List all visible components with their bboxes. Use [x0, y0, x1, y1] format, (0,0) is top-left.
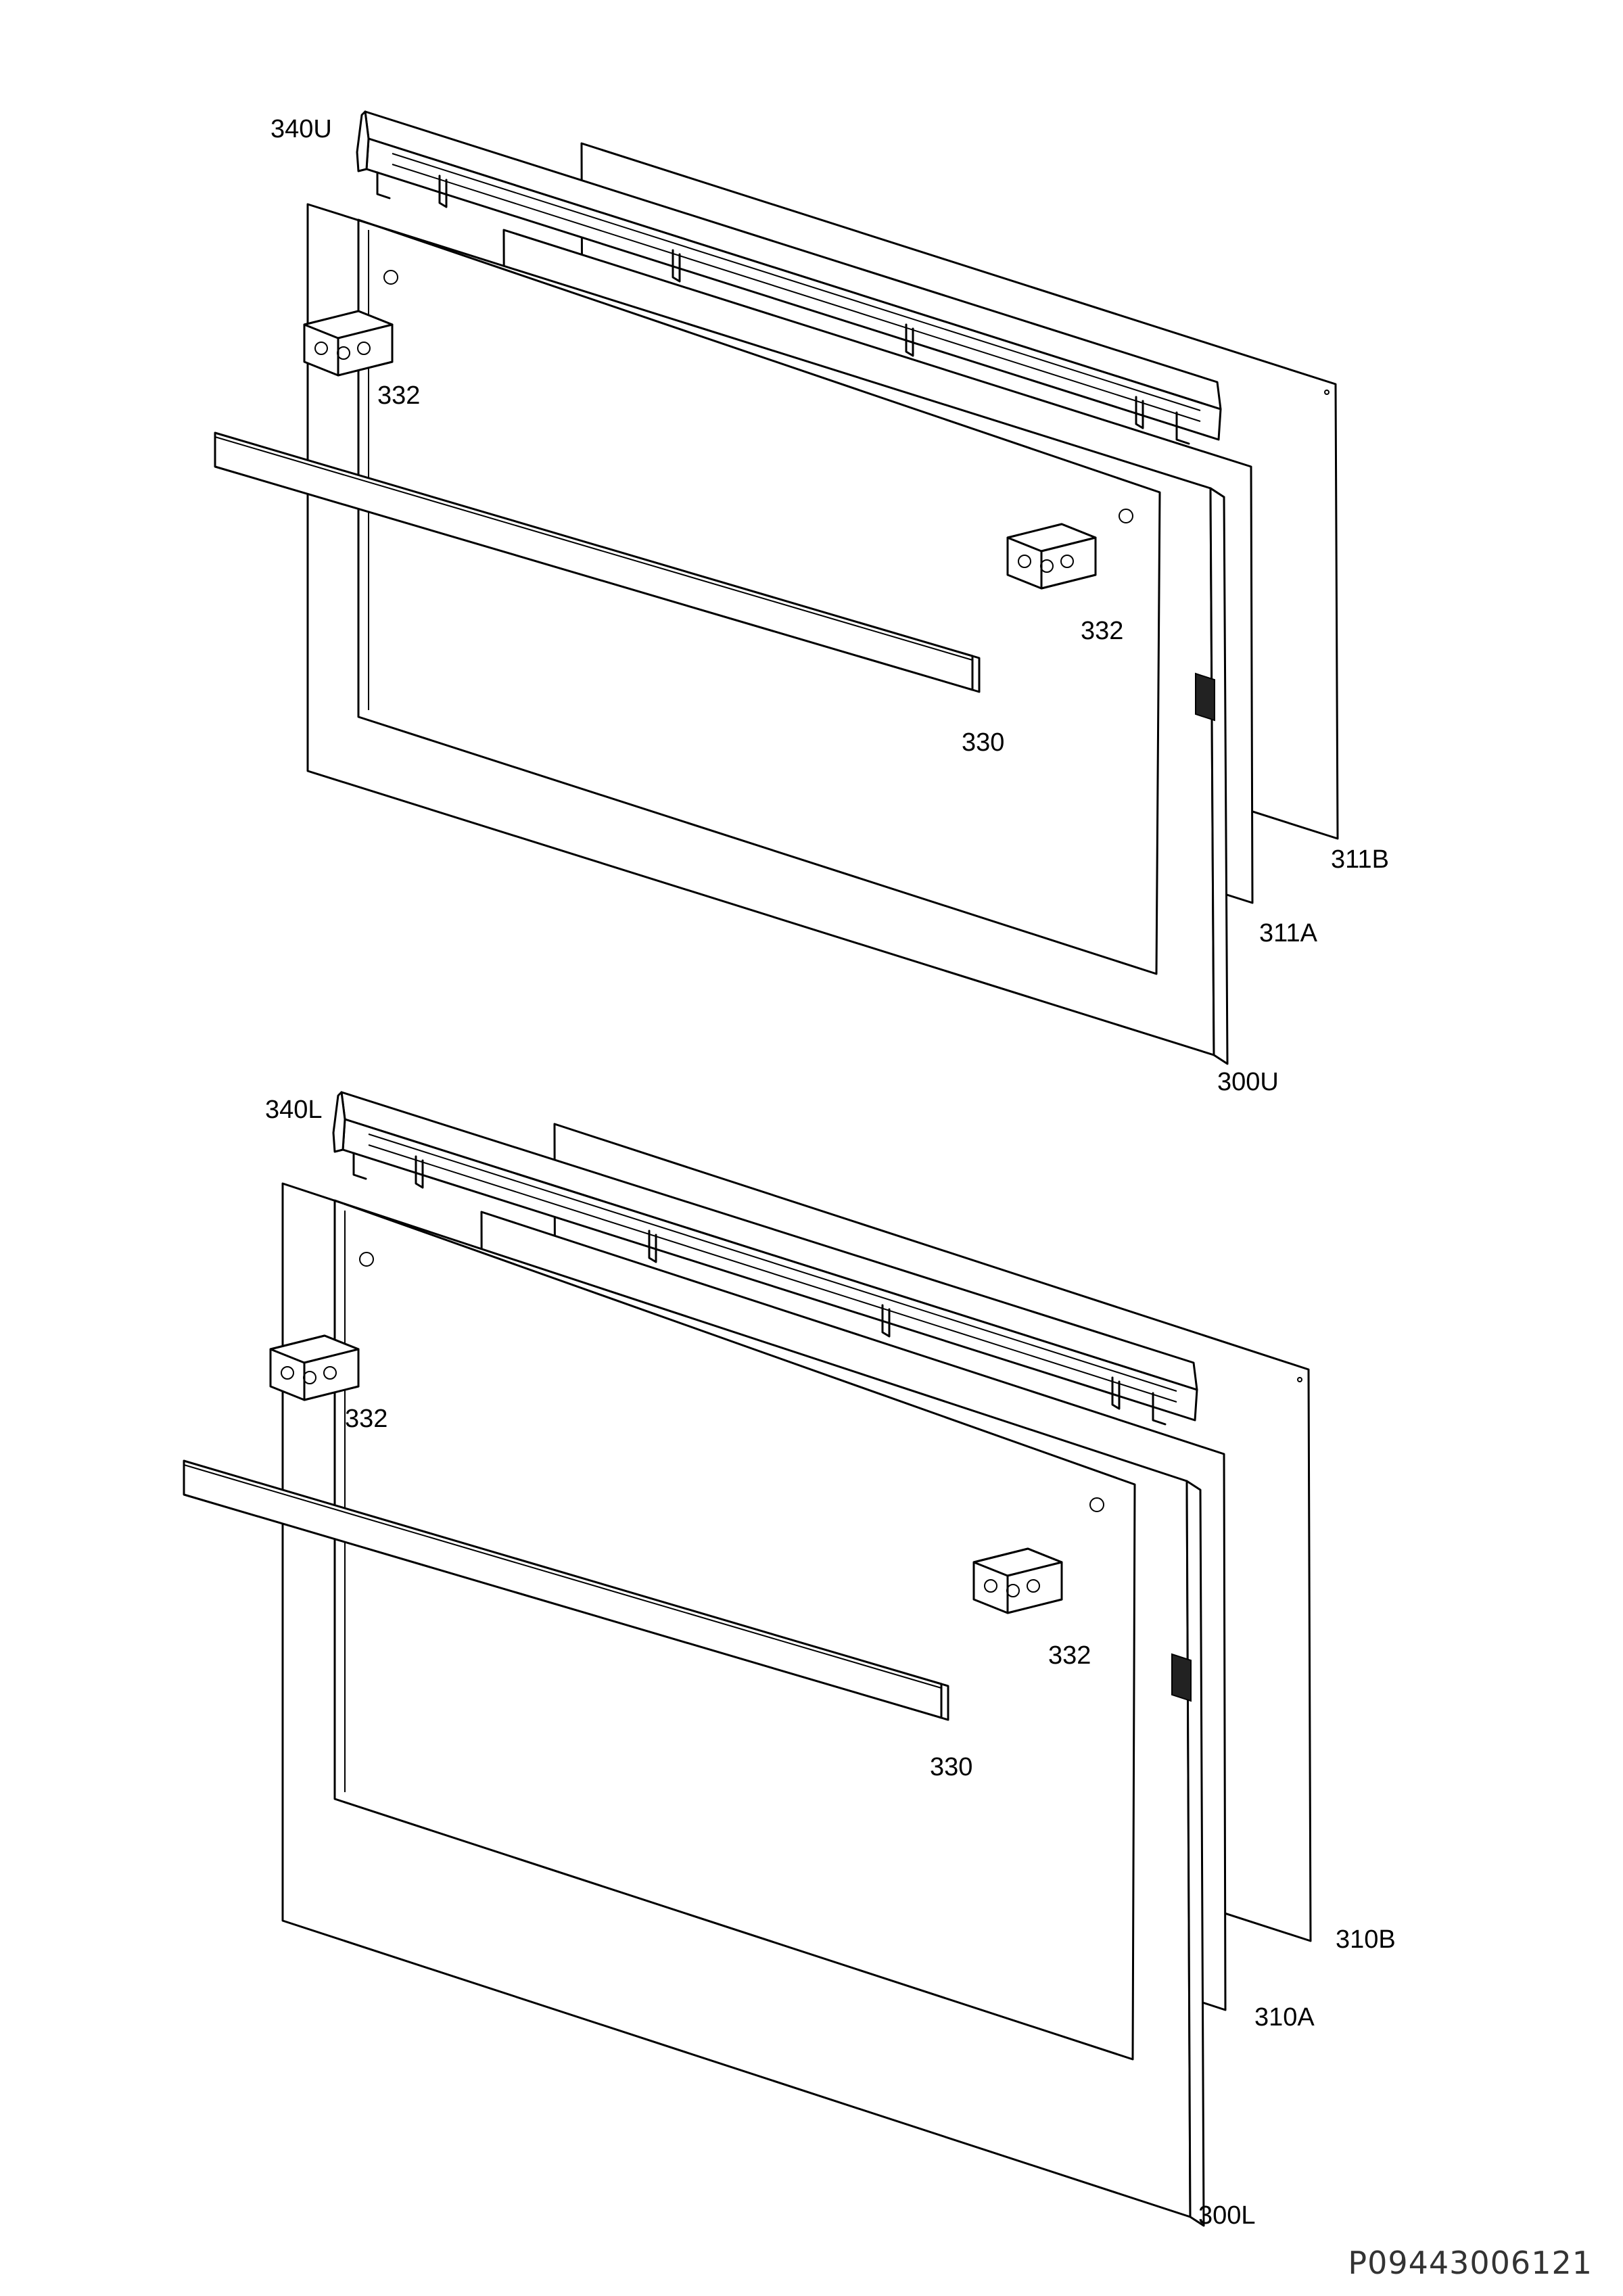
hinge-332-lower-right	[972, 1547, 1063, 1614]
hinge-332-upper-left	[303, 310, 394, 377]
label-332-lower-right: 332	[1048, 1641, 1091, 1670]
upper-assembly: 340U 332 332 330 311B 311A 300U	[214, 110, 1389, 1096]
hinge-332-upper-right	[1006, 523, 1097, 590]
door-panel-300u	[306, 203, 1229, 1065]
label-310a: 310A	[1254, 2003, 1315, 2032]
lower-assembly: 340L 332 332 330 310B 310A 300L	[183, 1091, 1396, 2230]
label-310b: 310B	[1336, 1925, 1396, 1954]
document-id: P09443006121	[1348, 2245, 1593, 2281]
label-300l: 300L	[1198, 2201, 1256, 2230]
label-340l: 340L	[265, 1096, 323, 1124]
door-panel-300l	[281, 1182, 1205, 2227]
label-332-lower-left: 332	[345, 1405, 387, 1433]
label-340u: 340U	[270, 115, 332, 143]
label-330-upper: 330	[962, 728, 1004, 757]
hinge-332-lower-left	[269, 1334, 360, 1401]
label-311b: 311B	[1331, 845, 1389, 874]
label-332-upper-right: 332	[1081, 617, 1123, 645]
label-300u: 300U	[1217, 1068, 1279, 1096]
label-330-lower: 330	[930, 1753, 972, 1781]
label-332-upper-left: 332	[377, 381, 420, 410]
label-311a: 311A	[1259, 919, 1318, 947]
